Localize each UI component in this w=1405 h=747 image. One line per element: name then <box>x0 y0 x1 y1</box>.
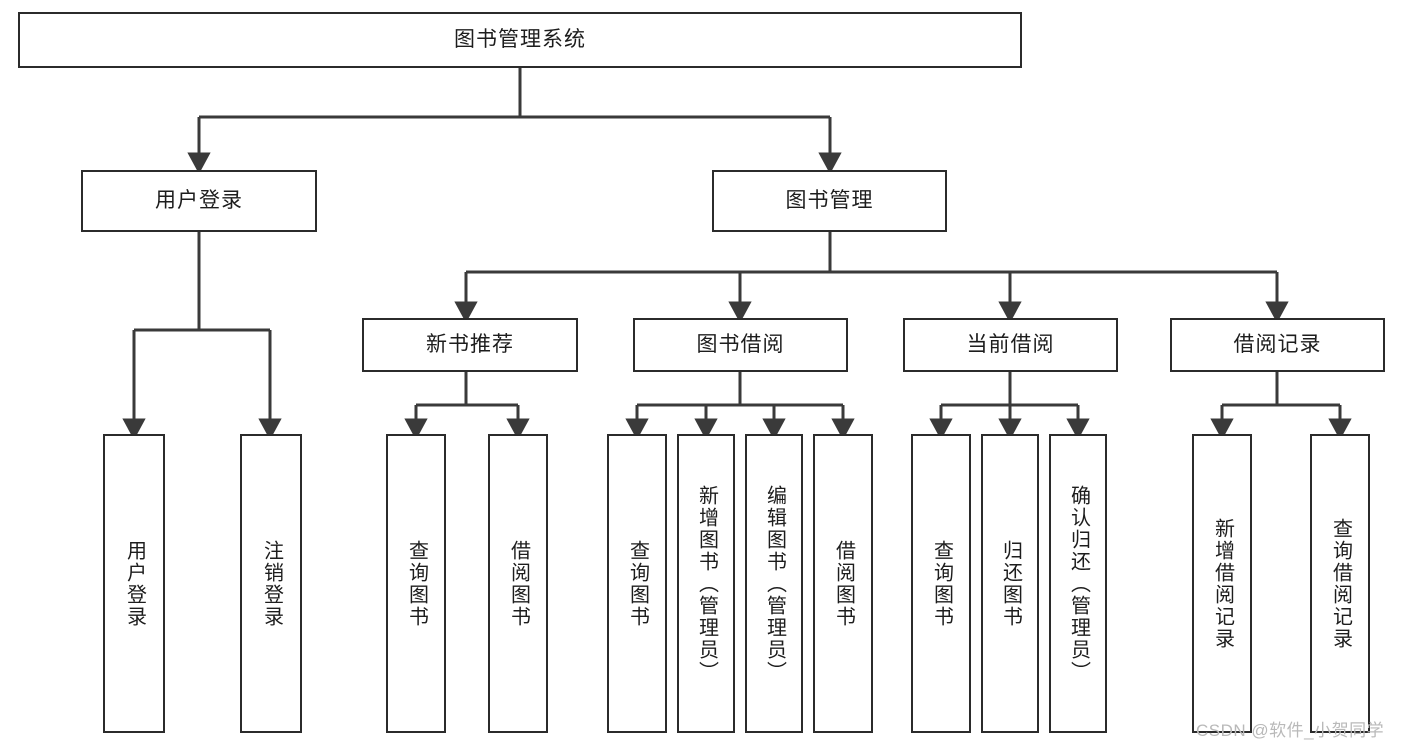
node-book-manage-label: 图书管理 <box>785 189 874 213</box>
node-root-label: 图书管理系统 <box>454 28 586 52</box>
node-current-borrow-label: 当前借阅 <box>966 333 1055 357</box>
node-leaf-return-book[interactable]: 归还图书 <box>981 434 1039 733</box>
node-leaf-query-book-2[interactable]: 查询图书 <box>607 434 667 733</box>
node-leaf-add-record-label: 新增借阅记录 <box>1211 517 1234 650</box>
node-leaf-confirm-return-label: 确认归还（管理员） <box>1067 484 1090 683</box>
node-leaf-query-book-1[interactable]: 查询图书 <box>386 434 446 733</box>
node-leaf-edit-book-label: 编辑图书（管理员） <box>763 484 786 683</box>
node-leaf-borrow-book-1-label: 借阅图书 <box>507 539 530 628</box>
node-leaf-return-book-label: 归还图书 <box>999 539 1022 628</box>
node-book-borrow[interactable]: 图书借阅 <box>633 318 848 372</box>
node-leaf-query-book-3-label: 查询图书 <box>930 539 953 628</box>
node-leaf-edit-book[interactable]: 编辑图书（管理员） <box>745 434 803 733</box>
node-leaf-confirm-return[interactable]: 确认归还（管理员） <box>1049 434 1107 733</box>
node-root[interactable]: 图书管理系统 <box>18 12 1022 68</box>
node-new-book-recommend[interactable]: 新书推荐 <box>362 318 578 372</box>
node-leaf-logout-login-label: 注销登录 <box>260 539 283 628</box>
node-borrow-record[interactable]: 借阅记录 <box>1170 318 1385 372</box>
node-book-borrow-label: 图书借阅 <box>696 333 785 357</box>
node-leaf-query-book-1-label: 查询图书 <box>405 539 428 628</box>
node-leaf-query-book-2-label: 查询图书 <box>626 539 649 628</box>
node-leaf-query-record-label: 查询借阅记录 <box>1329 517 1352 650</box>
node-user-login-label: 用户登录 <box>155 189 243 213</box>
node-leaf-add-book[interactable]: 新增图书（管理员） <box>677 434 735 733</box>
node-new-book-recommend-label: 新书推荐 <box>426 333 514 357</box>
node-user-login[interactable]: 用户登录 <box>81 170 317 232</box>
node-leaf-query-book-3[interactable]: 查询图书 <box>911 434 971 733</box>
node-leaf-borrow-book-2-label: 借阅图书 <box>832 539 855 628</box>
node-leaf-add-record[interactable]: 新增借阅记录 <box>1192 434 1252 733</box>
node-leaf-add-book-label: 新增图书（管理员） <box>695 484 718 683</box>
node-leaf-user-login[interactable]: 用户登录 <box>103 434 165 733</box>
csdn-watermark: CSDN @软件_小贺同学 <box>1196 721 1385 740</box>
node-leaf-query-record[interactable]: 查询借阅记录 <box>1310 434 1370 733</box>
node-book-manage[interactable]: 图书管理 <box>712 170 947 232</box>
node-borrow-record-label: 借阅记录 <box>1233 333 1322 357</box>
node-leaf-user-login-label: 用户登录 <box>123 539 146 628</box>
node-leaf-logout-login[interactable]: 注销登录 <box>240 434 302 733</box>
node-current-borrow[interactable]: 当前借阅 <box>903 318 1118 372</box>
node-leaf-borrow-book-1[interactable]: 借阅图书 <box>488 434 548 733</box>
node-leaf-borrow-book-2[interactable]: 借阅图书 <box>813 434 873 733</box>
